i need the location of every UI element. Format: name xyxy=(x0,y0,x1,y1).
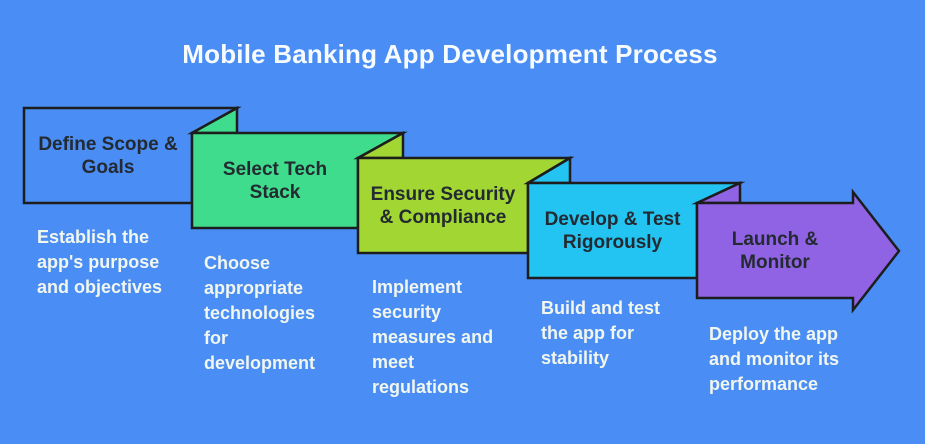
step-5-description: Deploy the app and monitor its performan… xyxy=(709,324,839,394)
step-3-title: Ensure Security & Compliance xyxy=(370,183,516,228)
step-3-description: Implement security measures and meet reg… xyxy=(372,277,494,397)
step-5-title-box: Launch & Monitor xyxy=(697,203,853,298)
step-2-description: Choose appropriate technologies for deve… xyxy=(204,253,316,373)
step-4-title-box: Develop & Test Rigorously xyxy=(528,183,697,278)
step-2-title: Select Tech Stack xyxy=(222,158,328,203)
step-5-arrow-shape xyxy=(695,188,901,314)
step-2-title-box: Select Tech Stack xyxy=(192,133,358,228)
step-3-title-box: Ensure Security & Compliance xyxy=(358,158,528,253)
step-1-title-box: Define Scope & Goals xyxy=(24,108,192,203)
step-4-title: Develop & Test Rigorously xyxy=(544,208,681,253)
step-1-description: Establish the app's purpose and objectiv… xyxy=(37,227,163,297)
page-title: Mobile Banking App Development Process xyxy=(182,39,718,69)
step-1-title: Define Scope & Goals xyxy=(38,133,178,178)
step-5-title: Launch & Monitor xyxy=(731,228,819,273)
step-4-description: Build and test the app for stability xyxy=(541,298,661,368)
